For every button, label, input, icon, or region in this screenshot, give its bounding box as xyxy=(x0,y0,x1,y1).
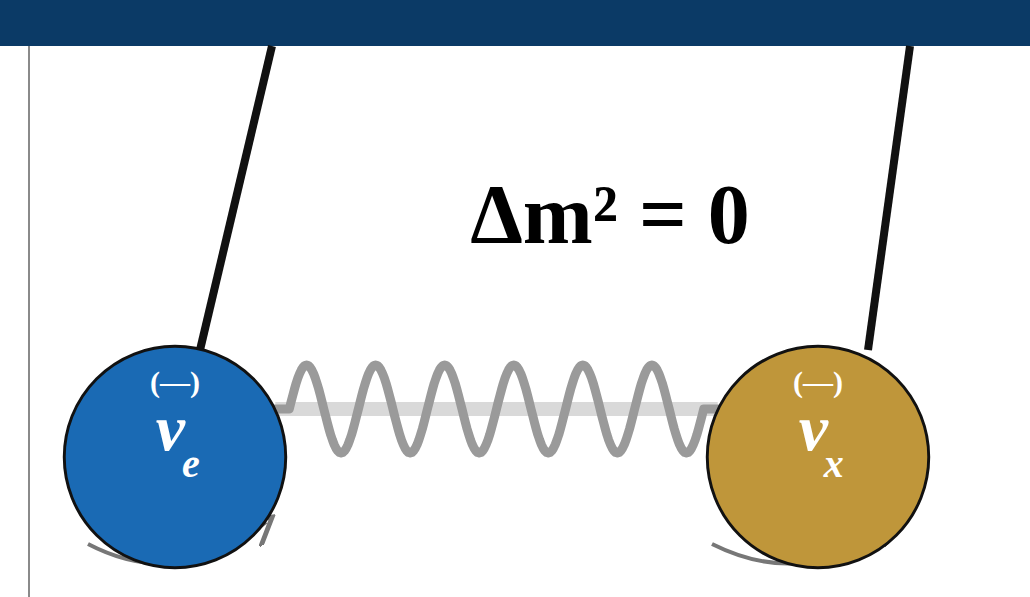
bob-fill xyxy=(64,346,285,567)
neutrino-bob: (—)νe xyxy=(62,344,288,570)
spring-coil xyxy=(275,365,717,453)
spring-connector xyxy=(275,365,717,453)
neutrino-bob: (—)νx xyxy=(705,344,931,570)
bob-fill xyxy=(707,346,928,567)
header-bar xyxy=(0,0,1030,46)
particle-symbol: ν xyxy=(156,395,185,461)
formula-label: Δm² = 0 xyxy=(470,173,750,257)
bar-symbol: (—) xyxy=(793,367,843,397)
bar-symbol: (—) xyxy=(150,367,200,397)
flavour-subscript: e xyxy=(182,444,200,484)
pendulum-string xyxy=(868,46,910,350)
flavour-subscript: x xyxy=(824,444,844,484)
frame-line xyxy=(28,46,30,597)
particle-symbol: ν xyxy=(799,395,828,461)
pendulum-string xyxy=(200,46,272,350)
